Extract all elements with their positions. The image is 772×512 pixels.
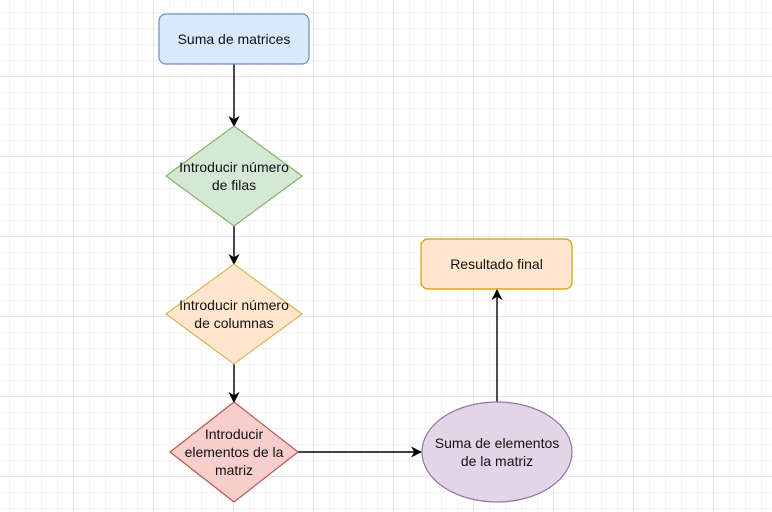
node-sum-label: Suma de elementos de la matriz (434, 435, 560, 469)
node-result[interactable] (420, 238, 573, 290)
node-rows-diamond[interactable] (164, 125, 304, 227)
node-elems-label: Introducir elementos de la matriz (184, 426, 284, 478)
node-cols-diamond[interactable] (164, 263, 304, 365)
node-result-label: Resultado final (450, 256, 543, 272)
node-start-label: Suma de matrices (177, 31, 291, 47)
node-start[interactable] (158, 13, 310, 65)
node-elems-diamond[interactable] (169, 401, 299, 503)
node-cols-label: Introducir número de columnas (179, 297, 289, 331)
node-rows-label: Introducir número de filas (179, 159, 289, 193)
node-sum-ellipse[interactable] (421, 401, 573, 503)
